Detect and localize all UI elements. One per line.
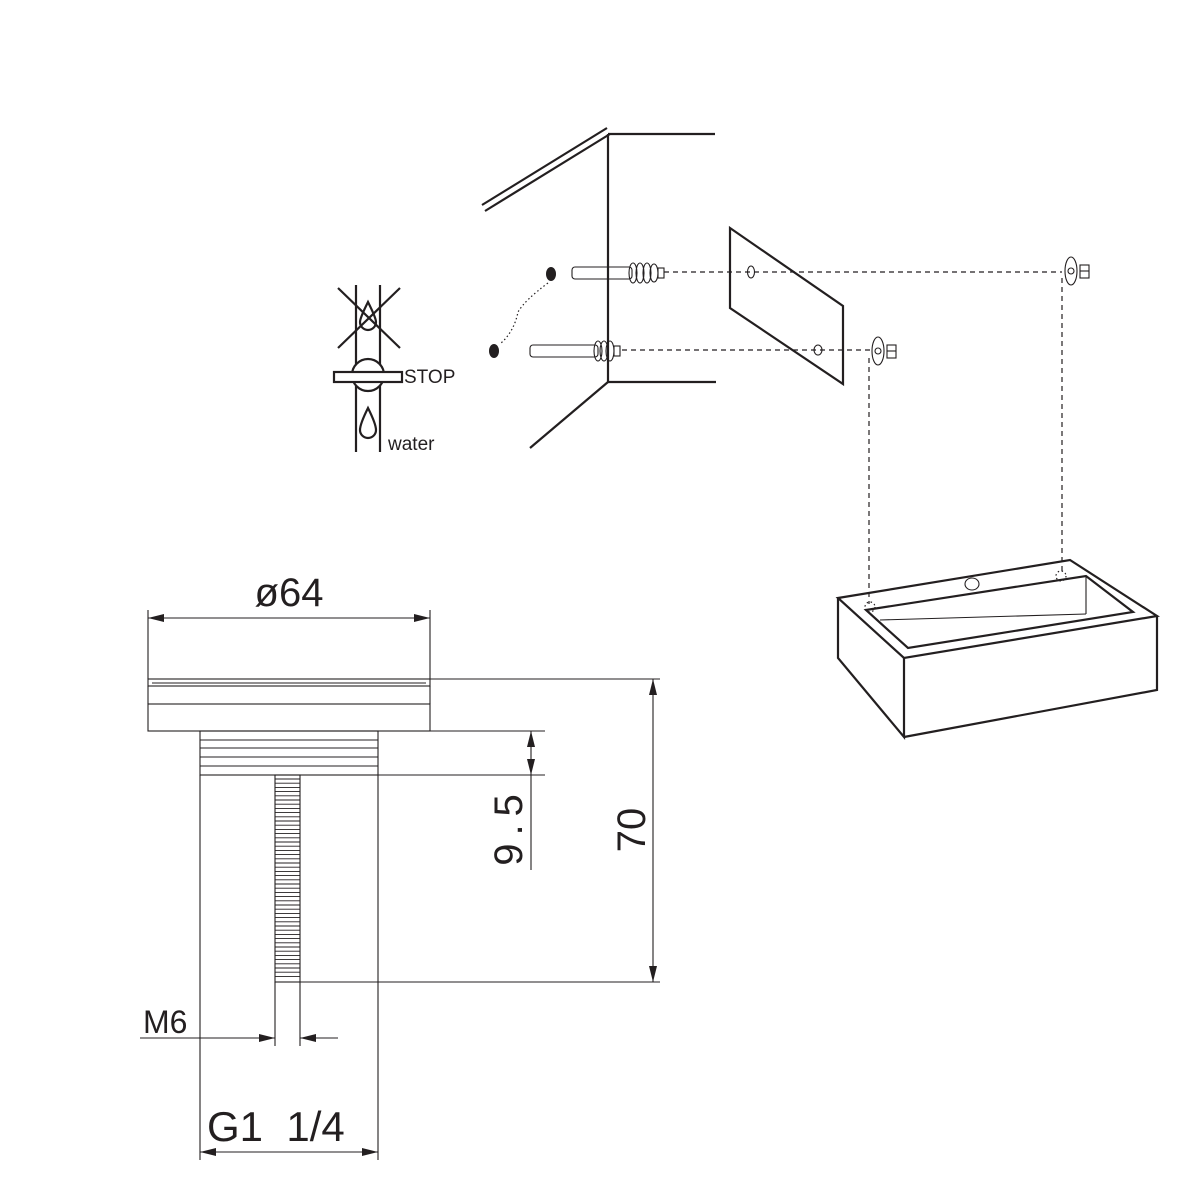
height-label: 70 bbox=[610, 808, 654, 853]
washer-nut-right bbox=[1064, 256, 1090, 286]
anchor-bolt-upper bbox=[571, 262, 665, 284]
alignment-lines bbox=[622, 271, 1063, 604]
bolt-thread-label: M6 bbox=[143, 1004, 187, 1040]
water-stop-icon bbox=[332, 285, 404, 452]
washer-nut-left bbox=[871, 336, 897, 366]
wash-basin bbox=[835, 558, 1160, 741]
diameter-label: ø64 bbox=[255, 571, 324, 615]
dimension-pipe-thread bbox=[200, 1148, 378, 1156]
mounting-plate bbox=[728, 225, 845, 387]
dimension-diameter bbox=[148, 614, 430, 622]
dimension-height bbox=[649, 679, 657, 982]
dimension-thread-depth bbox=[527, 731, 535, 870]
dimension-bolt-thread bbox=[140, 1034, 338, 1042]
wall-corner bbox=[481, 127, 716, 449]
thread-depth-label: 9.5 bbox=[487, 786, 531, 866]
stop-label: STOP bbox=[404, 367, 455, 388]
drill-holes bbox=[489, 267, 556, 358]
drain-drawing bbox=[147, 610, 660, 1160]
pipe-thread-label: G1 1/4 bbox=[207, 1103, 345, 1150]
water-label: water bbox=[387, 434, 435, 455]
anchor-bolt-lower bbox=[529, 340, 621, 362]
